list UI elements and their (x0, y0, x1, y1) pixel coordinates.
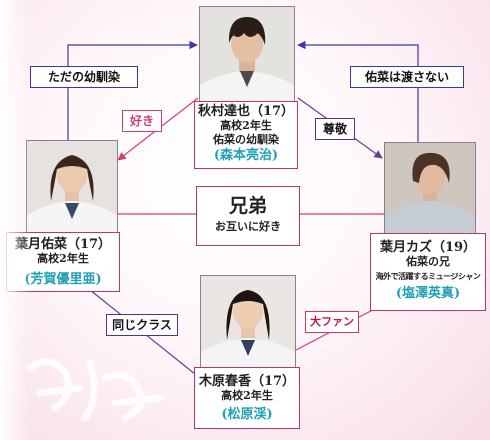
character-name: 木原春香（17） (198, 374, 296, 389)
person-photo-icon (200, 7, 294, 103)
character-name: 葉月佑菜（17） (14, 237, 112, 252)
character-name: 葉月カズ（19） (379, 240, 477, 255)
character-grade: 佑菜の兄 (406, 255, 450, 268)
character-grade: 高校2年生 (221, 389, 273, 402)
actor-name: (松原渓) (221, 407, 273, 422)
actor-name: (森本亮治) (213, 148, 279, 163)
card-hazuki-yuna: 葉月佑菜（17） 高校2年生 (芳賀優里亜) (6, 232, 120, 292)
photo-hazuki-kazu (384, 142, 476, 234)
center-title: 兄弟 (228, 195, 267, 217)
character-grade: 高校2年生 (220, 119, 272, 132)
card-kihara-haruka: 木原春香（17） 高校2年生 (松原渓) (194, 367, 300, 429)
character-grade: 高校2年生 (37, 252, 89, 265)
card-akimura-tatsuya: 秋村達也（17） 高校2年生 佑菜の幼馴染 (森本亮治) (194, 101, 298, 169)
label-respect: 尊敬 (315, 118, 355, 140)
label-wont-give: 佑菜は渡さない (350, 66, 464, 88)
card-hazuki-kazu: 葉月カズ（19） 佑菜の兄 海外で活躍するミュージシャン (塩澤英真) (370, 233, 486, 311)
character-name: 秋村達也（17） (197, 104, 295, 119)
photo-akimura-tatsuya (199, 6, 295, 104)
person-photo-icon (385, 143, 475, 233)
actor-name: (塩澤英真) (395, 286, 461, 301)
label-love: 好き (122, 110, 162, 132)
character-role: 海外で活躍するミュージシャン (375, 271, 481, 281)
sibling-relation-box: 兄弟 お互いに好き (196, 186, 300, 246)
photo-hazuki-yuna (26, 140, 118, 234)
label-same-class: 同じクラス (106, 314, 178, 336)
label-big-fan: 大ファン (305, 311, 359, 333)
center-subtitle: お互いに好き (215, 220, 281, 233)
person-photo-icon (27, 141, 117, 233)
label-childhood-friend: ただの幼馴染 (30, 66, 138, 88)
character-role: 佑菜の幼馴染 (213, 133, 279, 146)
actor-name: (芳賀優里亜) (24, 272, 102, 287)
watermark-logo (26, 358, 164, 422)
person-photo-icon (201, 276, 295, 370)
photo-kihara-haruka (200, 275, 296, 371)
